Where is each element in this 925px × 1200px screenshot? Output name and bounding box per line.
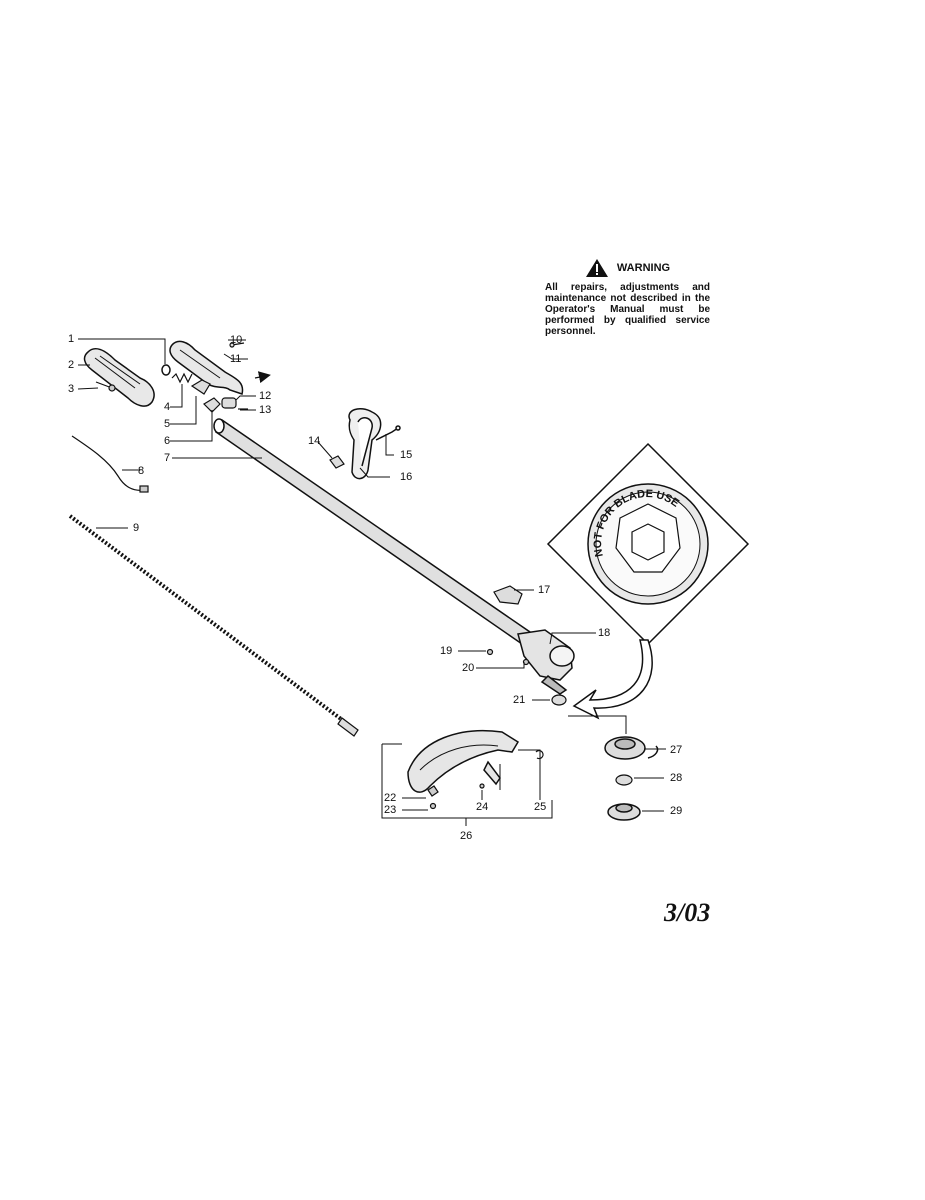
part-callout-28: 28 — [670, 772, 682, 784]
part-callout-20: 20 — [462, 662, 474, 674]
spool-housing — [604, 736, 659, 760]
warning-notice: WARNING All repairs, adjustments and mai… — [545, 258, 710, 337]
part-callout-29: 29 — [670, 805, 682, 817]
inset-arrow — [572, 639, 653, 720]
shield-hardware — [427, 749, 544, 810]
shield-bracket — [493, 585, 523, 605]
part-callout-6: 6 — [164, 435, 170, 447]
part-callout-13: 13 — [259, 404, 271, 416]
guard-shield — [407, 729, 520, 793]
loop-handle — [348, 408, 401, 480]
part-callout-18: 18 — [598, 627, 610, 639]
handle-screw — [95, 381, 116, 392]
arbor-nut — [551, 694, 567, 706]
part-callout-12: 12 — [259, 390, 271, 402]
part-callout-2: 2 — [68, 359, 74, 371]
part-callout-4: 4 — [164, 401, 170, 413]
part-callout-8: 8 — [138, 465, 144, 477]
drive-shaft — [68, 514, 359, 737]
part-callout-27: 27 — [670, 744, 682, 756]
part-callout-19: 19 — [440, 645, 452, 657]
o-ring — [161, 364, 171, 376]
spring — [171, 372, 193, 384]
spool-nut — [615, 774, 633, 786]
warning-icon — [585, 259, 608, 277]
date-code: 3/03 — [664, 898, 711, 927]
shaft-tube — [213, 418, 532, 646]
part-callout-7: 7 — [164, 452, 170, 464]
warning-text: All repairs, adjustments and maintenance… — [545, 282, 710, 337]
part-callout-26: 26 — [460, 830, 472, 842]
rear-handle-half — [83, 348, 155, 407]
part-callout-1: 1 — [68, 333, 74, 345]
warning-header: WARNING — [545, 258, 710, 278]
inset-detail: NOT FOR BLADE USE — [546, 442, 750, 646]
part-callout-21: 21 — [513, 694, 525, 706]
part-callout-16: 16 — [400, 471, 412, 483]
gearhead-screws — [486, 648, 530, 666]
part-callout-11: 11 — [230, 353, 241, 365]
part-callout-23: 23 — [384, 804, 396, 816]
part-callout-3: 3 — [68, 383, 74, 395]
part-callout-5: 5 — [164, 418, 170, 430]
part-callout-22: 22 — [384, 792, 396, 804]
part-callout-17: 17 — [538, 584, 550, 596]
front-handle-half — [169, 340, 244, 395]
leader-lines — [77, 338, 666, 826]
spool — [607, 803, 641, 821]
part-callout-24: 24 — [476, 801, 488, 813]
throttle-cable — [71, 435, 149, 493]
part-callout-10: 10 — [230, 334, 242, 346]
part-callout-25: 25 — [534, 801, 546, 813]
warning-title: WARNING — [616, 262, 671, 274]
loop-clamp — [329, 455, 345, 469]
throttle-parts — [190, 342, 271, 413]
part-callout-14: 14 — [308, 435, 320, 447]
part-callout-9: 9 — [133, 522, 139, 534]
part-callout-15: 15 — [400, 449, 412, 461]
